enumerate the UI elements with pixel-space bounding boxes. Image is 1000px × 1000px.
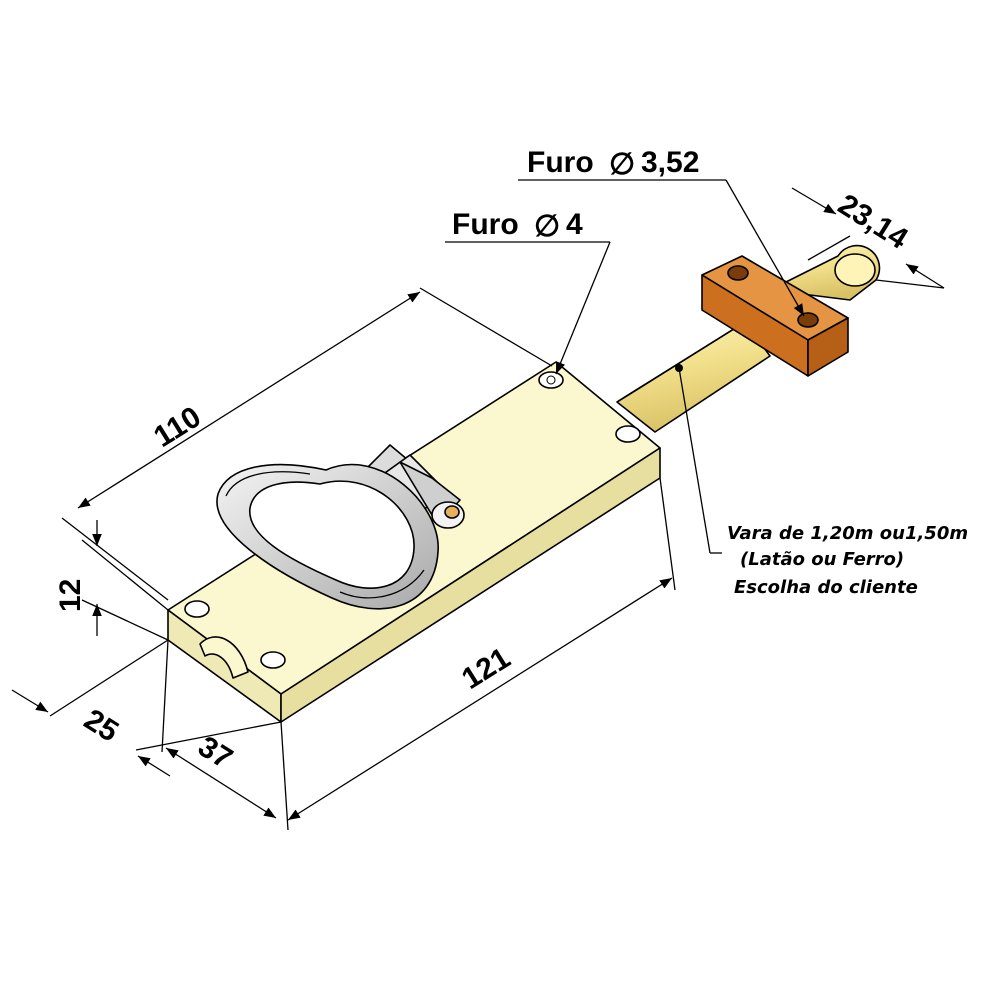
callout-furo-4-label: Furo (452, 208, 519, 241)
callout-furo-3-52-label: Furo (527, 146, 594, 179)
dim-121-label: 121 (456, 641, 516, 696)
callout-furo-4-value: 4 (566, 208, 583, 241)
plate-hole-left (184, 600, 210, 618)
dim-110-label: 110 (148, 400, 207, 454)
note-line-3: Escolha do cliente (734, 577, 918, 598)
diameter-symbol-icon: ∅ (534, 210, 560, 243)
block-hole-left (727, 265, 749, 281)
hinge-pin (444, 505, 460, 519)
callout-furo-4: Furo ∅ 4 (445, 208, 611, 375)
plate-hole-bottom (260, 651, 286, 669)
note-line-1: Vara de 1,20m ou1,50m (727, 523, 968, 544)
rod-note: Vara de 1,20m ou1,50m (Latão ou Ferro) E… (678, 367, 968, 598)
note-line-2: (Latão ou Ferro) (740, 549, 904, 570)
dim-23-14-label: 23,14 (832, 188, 913, 256)
diameter-symbol-icon: ∅ (609, 148, 635, 181)
rod (616, 244, 881, 433)
callout-furo-3-52: Furo ∅ 3,52 (518, 146, 805, 317)
dim-25-label: 25 (78, 703, 124, 749)
callout-furo-3-52-value: 3,52 (641, 146, 699, 179)
dim-12-label: 12 (54, 579, 87, 612)
dim-12: 12 (54, 520, 169, 641)
plate-hole-right (615, 425, 641, 443)
guide-block (701, 255, 849, 377)
block-hole-right (797, 312, 819, 328)
